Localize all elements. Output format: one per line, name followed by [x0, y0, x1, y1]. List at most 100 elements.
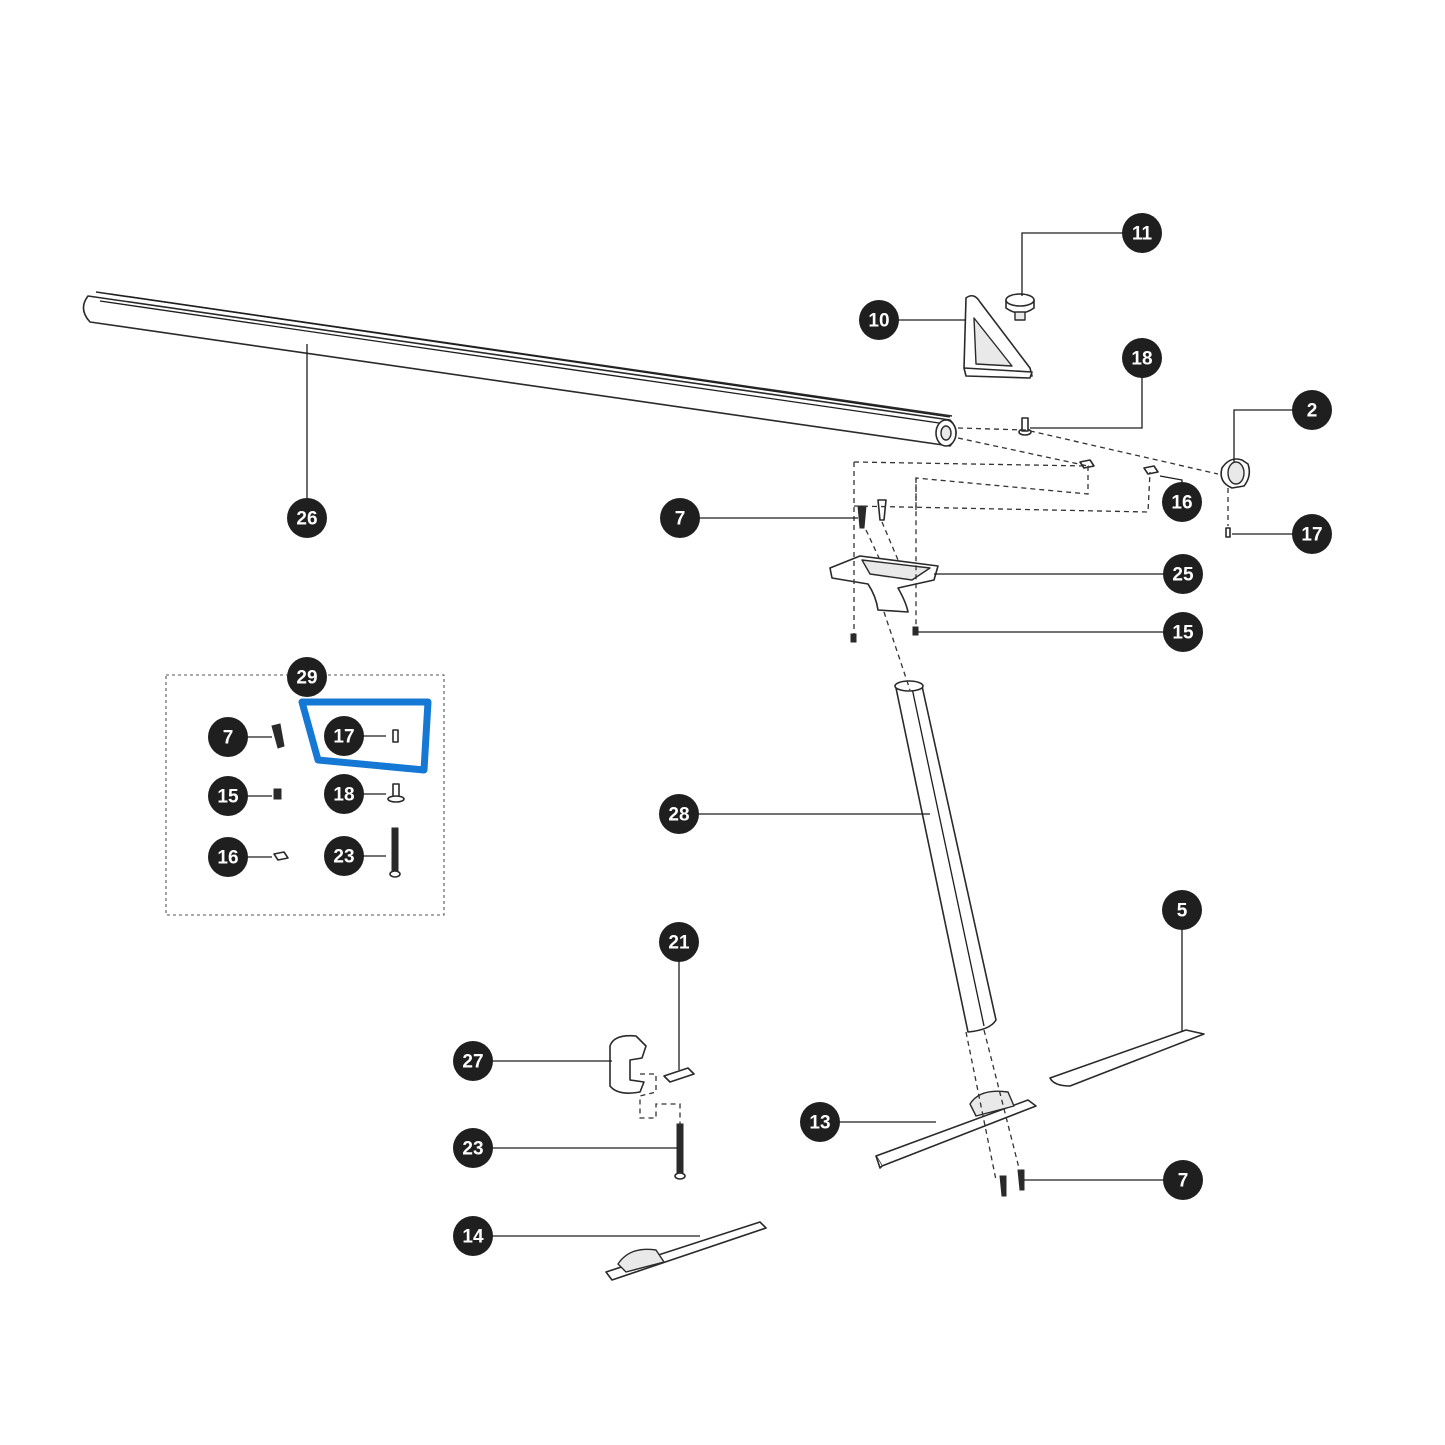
callout-c28-label: 28 — [668, 805, 689, 826]
callout-c15-circle — [1163, 612, 1203, 652]
screw-part-7-top[interactable] — [857, 499, 887, 529]
callout-kit-29[interactable]: 29 — [287, 657, 327, 697]
hardware-kit-29[interactable] — [165, 674, 445, 916]
foot-part-14[interactable] — [605, 1221, 767, 1281]
callout-k23[interactable]: 23 — [324, 836, 364, 876]
callout-c11[interactable]: 11 — [1122, 213, 1162, 253]
callout-c2[interactable]: 2 — [1292, 390, 1332, 430]
callout-c7b[interactable]: 7 — [1163, 1160, 1203, 1200]
callout-k15[interactable]: 15 — [208, 776, 248, 816]
callout-c16-circle — [1162, 482, 1202, 522]
end-cap-part-2[interactable] — [1220, 458, 1251, 489]
callout-c5-label: 5 — [1177, 901, 1188, 922]
callout-c18[interactable]: 18 — [1122, 338, 1162, 378]
kit-screw-15[interactable] — [273, 788, 282, 800]
screw-part-17[interactable] — [1225, 527, 1231, 538]
screw-part-7-bottom[interactable] — [999, 1169, 1025, 1197]
kit-nut-16[interactable] — [273, 851, 289, 861]
callout-c23-label: 23 — [462, 1139, 483, 1160]
callout-k23-circle — [324, 836, 364, 876]
callout-c7a[interactable]: 7 — [660, 498, 700, 538]
callout-c27-label: 27 — [462, 1052, 483, 1073]
crossbar-part-26[interactable] — [82, 291, 957, 447]
bolt-part-18[interactable] — [1018, 417, 1032, 436]
screw-part-15[interactable] — [850, 626, 919, 643]
callout-c13-circle — [800, 1102, 840, 1142]
callout-c14-label: 14 — [462, 1227, 484, 1248]
callout-c26[interactable]: 26 — [287, 498, 327, 538]
callout-c27-circle — [453, 1041, 493, 1081]
callout-c17-circle — [1292, 514, 1332, 554]
callout-c25-circle — [1163, 554, 1203, 594]
callout-k23-label: 23 — [333, 847, 354, 868]
callout-c16[interactable]: 16 — [1162, 482, 1202, 522]
clip-part-27[interactable] — [609, 1034, 647, 1094]
nut-part-16[interactable] — [1079, 459, 1159, 475]
callout-c21-label: 21 — [668, 933, 690, 954]
callout-c25[interactable]: 25 — [1163, 554, 1203, 594]
kit-screw-7[interactable] — [271, 723, 285, 749]
callout-k18[interactable]: 18 — [324, 774, 364, 814]
callout-c26-label: 26 — [296, 509, 317, 530]
callout-c15-label: 15 — [1172, 623, 1194, 644]
callout-c23-circle — [453, 1128, 493, 1168]
callout-c18-label: 18 — [1131, 349, 1152, 370]
callout-kit-29-label: 29 — [296, 668, 317, 689]
callout-k18-label: 18 — [333, 785, 354, 806]
tower-top-part-25[interactable] — [829, 555, 939, 613]
callout-c10-label: 10 — [868, 311, 889, 332]
callout-k18-circle — [324, 774, 364, 814]
callout-c16-label: 16 — [1171, 493, 1192, 514]
callout-c7a-label: 7 — [675, 509, 686, 530]
callout-c28-circle — [659, 794, 699, 834]
callout-c10-circle — [859, 300, 899, 340]
callout-c23[interactable]: 23 — [453, 1128, 493, 1168]
callout-kit-29-circle — [287, 657, 327, 697]
callout-c26-circle — [287, 498, 327, 538]
callout-k16[interactable]: 16 — [208, 837, 248, 877]
callout-badges: 26 10 11 18 2 16 17 7 25 15 28 5 21 27 23 13 7 14 29 7 17 15 1… — [208, 213, 1332, 1256]
highlight-frame-17 — [298, 698, 432, 774]
callout-k7-circle — [208, 717, 248, 757]
plate-part-21[interactable] — [663, 1067, 695, 1083]
callout-c5[interactable]: 5 — [1162, 890, 1202, 930]
callout-c13[interactable]: 13 — [800, 1102, 840, 1142]
tower-leg-part-28[interactable] — [894, 680, 997, 1033]
knob-part-11[interactable] — [1005, 293, 1035, 321]
callout-c7b-circle — [1163, 1160, 1203, 1200]
kit-bolt-23[interactable] — [389, 827, 401, 878]
kit-bolt-18[interactable] — [387, 783, 405, 803]
assembly-dashed-lines — [639, 427, 1229, 1181]
callout-k7[interactable]: 7 — [208, 717, 248, 757]
callout-c21[interactable]: 21 — [659, 922, 699, 962]
callout-c14[interactable]: 14 — [453, 1216, 493, 1256]
callout-k16-label: 16 — [217, 848, 238, 869]
callout-c27[interactable]: 27 — [453, 1041, 493, 1081]
callout-k17-label: 17 — [333, 727, 354, 748]
callout-k15-label: 15 — [217, 787, 239, 808]
pad-part-5[interactable] — [1049, 1029, 1205, 1087]
foot-part-13[interactable] — [875, 1090, 1037, 1169]
callout-c15[interactable]: 15 — [1163, 612, 1203, 652]
callout-c11-label: 11 — [1132, 224, 1153, 245]
callout-c13-label: 13 — [809, 1113, 830, 1134]
callout-c11-circle — [1122, 213, 1162, 253]
callout-k17[interactable]: 17 — [324, 716, 364, 756]
callout-c17-label: 17 — [1301, 525, 1322, 546]
callout-c28[interactable]: 28 — [659, 794, 699, 834]
callout-k16-circle — [208, 837, 248, 877]
leader-lines — [306, 232, 1312, 1237]
callout-c2-label: 2 — [1307, 401, 1318, 422]
bolt-part-23[interactable] — [674, 1123, 686, 1180]
callout-c18-circle — [1122, 338, 1162, 378]
callout-c7b-label: 7 — [1178, 1171, 1189, 1192]
callout-c25-label: 25 — [1172, 565, 1194, 586]
callout-c17[interactable]: 17 — [1292, 514, 1332, 554]
bracket-part-10[interactable] — [963, 294, 1033, 379]
callout-k17-circle — [324, 716, 364, 756]
callout-c21-circle — [659, 922, 699, 962]
kit-screw-17[interactable] — [392, 729, 399, 743]
callout-c10[interactable]: 10 — [859, 300, 899, 340]
